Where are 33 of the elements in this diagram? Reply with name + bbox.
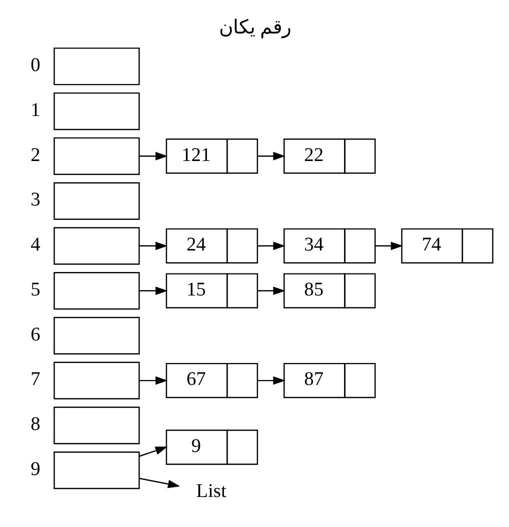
arrow [374,242,402,250]
arrow [138,286,168,296]
node-label: 0 [30,54,40,76]
node-text: List [196,480,226,502]
arrow [256,152,285,160]
arrow [138,478,180,488]
arrow [256,286,285,296]
node-box [53,316,140,354]
node-label: 1 [30,100,40,121]
node-box [53,48,140,86]
arrow [256,376,285,385]
node-label: 2 [30,144,40,166]
node-box [53,362,140,400]
arrow [138,152,168,160]
node-box [53,272,140,310]
node-label: 6 [30,324,40,346]
node-box [53,406,140,444]
node-box [53,452,140,490]
node-label: 8 [30,414,40,436]
diagram-title: رقم یکان [218,17,290,38]
arrow [138,446,168,457]
arrow [138,242,168,250]
node-box [53,92,140,130]
arrow [138,376,168,385]
node-label: 9 [30,458,40,480]
node-box [53,182,140,220]
node-label: 7 [30,369,40,390]
node-box [53,227,140,265]
node-label: 5 [30,279,40,300]
node-box [53,137,140,175]
arrow [256,242,285,250]
node-label: 3 [30,190,40,211]
node-label: 4 [30,234,40,256]
